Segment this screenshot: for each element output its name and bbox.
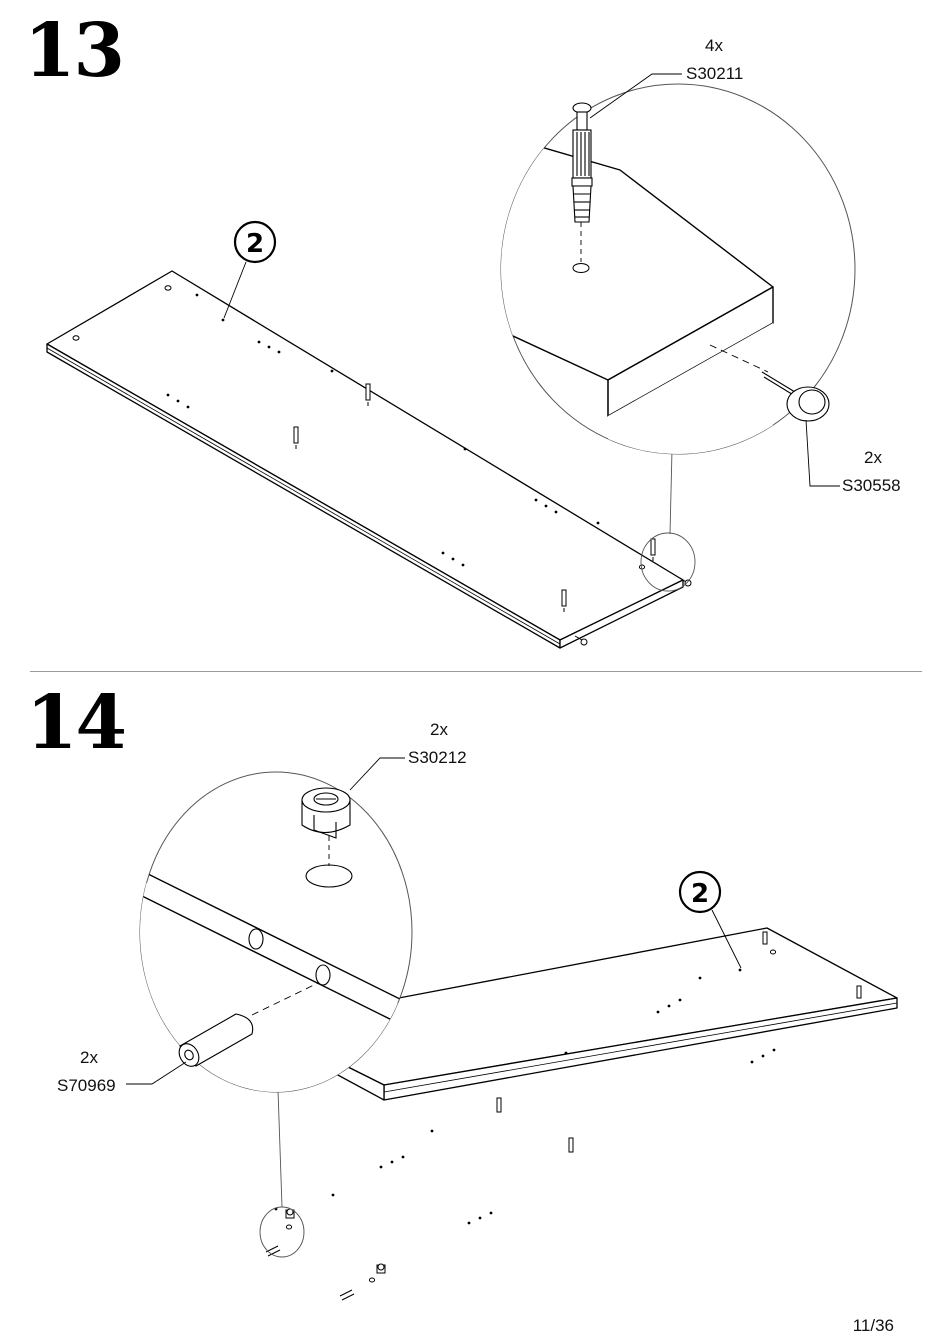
step14-detail-callout <box>260 1090 304 1257</box>
step14-edge-dowels <box>266 1246 354 1300</box>
svg-text:2: 2 <box>691 879 709 909</box>
svg-text:2: 2 <box>246 229 264 259</box>
step13-detail-view <box>500 74 855 486</box>
step13-part-badge: 2 <box>224 222 275 318</box>
